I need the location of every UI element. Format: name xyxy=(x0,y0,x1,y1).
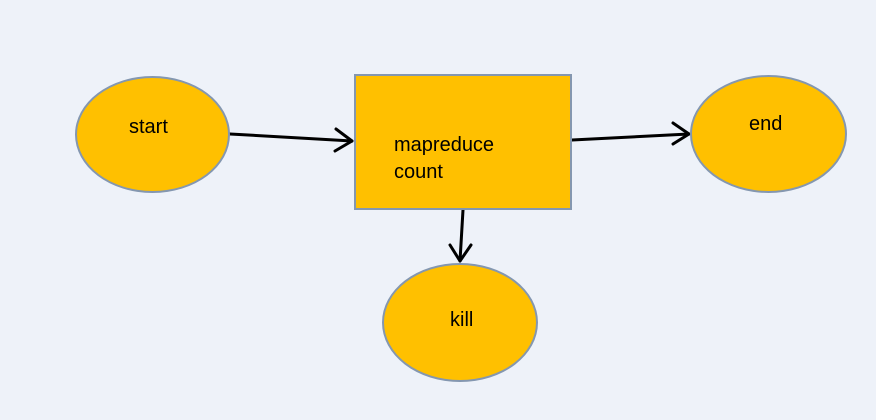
end-node[interactable]: end xyxy=(690,75,847,193)
action-node-label: mapreduce count xyxy=(394,132,494,186)
edge-action-to-end xyxy=(570,121,691,146)
start-node-label: start xyxy=(129,116,168,138)
action-node-label-line2: count xyxy=(394,161,443,183)
end-node-label: end xyxy=(749,113,783,135)
edge-start-to-action xyxy=(228,127,354,153)
action-node-label-line1: mapreduce xyxy=(394,134,495,156)
start-node[interactable]: start xyxy=(75,76,230,193)
edge-action-to-kill xyxy=(448,208,473,263)
mapreduce-count-action-node[interactable]: mapreduce count xyxy=(354,74,572,210)
kill-node[interactable]: kill xyxy=(382,263,538,382)
kill-node-label: kill xyxy=(450,309,474,331)
